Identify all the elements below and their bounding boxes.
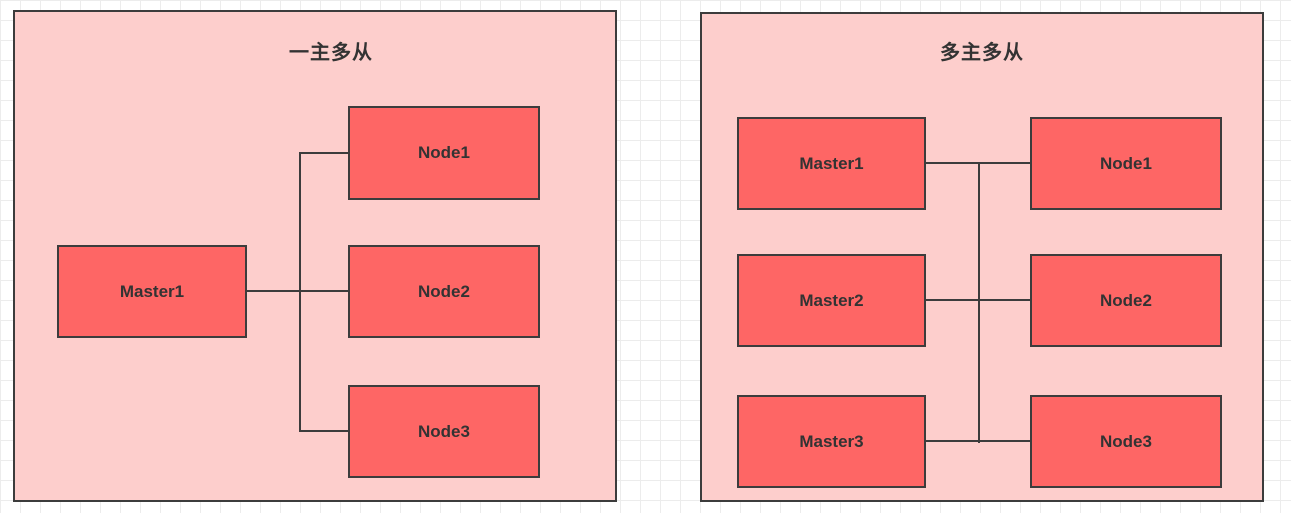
panel-one-master-multi-slave[interactable]: 一主多从 Master1 Node1 Node2 Node3 (13, 10, 617, 502)
node-box[interactable]: Node2 (1030, 254, 1222, 347)
connector-master3-to-node3[interactable] (926, 440, 1030, 442)
panel-multi-master-multi-slave[interactable]: 多主多从 Master1 Master2 Master3 Node1 Node2… (700, 12, 1264, 502)
node-box[interactable]: Node3 (348, 385, 540, 478)
connector-branch-node1[interactable] (299, 152, 348, 154)
master-box[interactable]: Master1 (737, 117, 926, 210)
connector-branch-node3[interactable] (299, 430, 348, 432)
panel-title: 一主多从 (289, 42, 373, 64)
connector-master-to-node2[interactable] (247, 290, 348, 292)
connector-trunk-line[interactable] (978, 162, 980, 443)
node-box[interactable]: Node1 (348, 106, 540, 200)
connector-trunk-line[interactable] (299, 152, 301, 432)
panel-title: 多主多从 (940, 42, 1024, 64)
master-box[interactable]: Master2 (737, 254, 926, 347)
connector-master1-to-node1[interactable] (926, 162, 1030, 164)
master-box[interactable]: Master1 (57, 245, 247, 338)
node-box[interactable]: Node2 (348, 245, 540, 338)
node-box[interactable]: Node1 (1030, 117, 1222, 210)
node-box[interactable]: Node3 (1030, 395, 1222, 488)
connector-master2-to-node2[interactable] (926, 299, 1030, 301)
master-box[interactable]: Master3 (737, 395, 926, 488)
